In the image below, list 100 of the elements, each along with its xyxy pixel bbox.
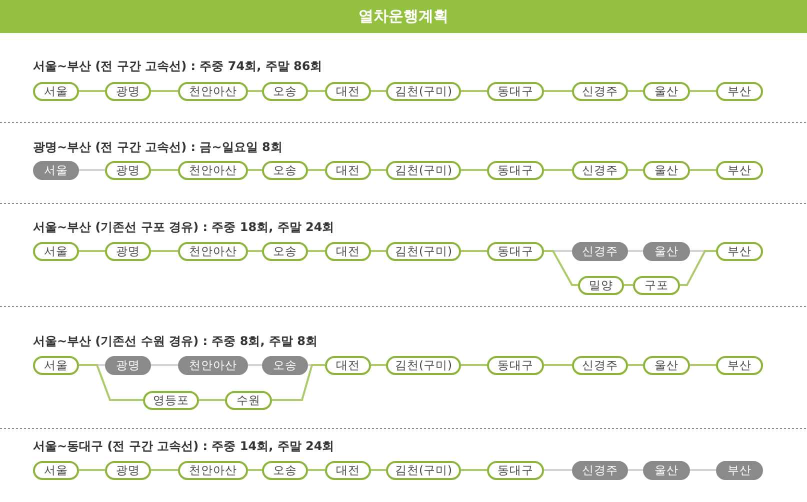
station-node: 대전	[325, 242, 371, 260]
track-line	[371, 250, 386, 252]
station-node: 광명	[105, 160, 151, 180]
station-node: 천안아산	[178, 160, 248, 180]
route-heading: 광명~부산 (전 구간 고속선) : 금~일요일 8회	[33, 139, 282, 155]
track-line	[371, 90, 386, 92]
station-node: 김천(구미)	[386, 356, 461, 374]
track-line	[544, 90, 572, 92]
track-line	[690, 364, 716, 366]
track-line	[79, 250, 105, 252]
station-node: 오송	[262, 82, 308, 100]
track-line	[628, 364, 643, 366]
track-line	[308, 90, 325, 92]
track-line	[461, 90, 487, 92]
route-heading: 서울~동대구 (전 구간 고속선) : 주중 14회, 주말 24회	[33, 438, 334, 454]
station-node: 광명	[105, 242, 151, 260]
station-node: 천안아산	[178, 82, 248, 100]
station-node: 서울	[33, 460, 79, 480]
station-node: 영등포	[143, 390, 199, 410]
track-line	[248, 364, 262, 366]
track-line	[151, 469, 178, 471]
bypassed-station-node: 울산	[643, 242, 690, 260]
track-line	[151, 90, 178, 92]
track-line	[624, 284, 633, 286]
station-node: 오송	[262, 160, 308, 180]
station-node: 동대구	[487, 82, 544, 100]
track-line	[79, 469, 105, 471]
track-line	[690, 90, 716, 92]
station-node: 천안아산	[178, 460, 248, 480]
station-node: 김천(구미)	[386, 242, 461, 260]
station-node: 김천(구미)	[386, 160, 461, 180]
track-line	[371, 169, 386, 171]
station-node: 서울	[33, 82, 79, 100]
station-node: 부산	[716, 242, 763, 260]
station-node: 대전	[325, 82, 371, 100]
track-line	[79, 169, 105, 171]
station-node: 울산	[643, 82, 690, 100]
track-line	[308, 250, 325, 252]
station-node: 대전	[325, 356, 371, 374]
route-heading: 서울~부산 (기존선 수원 경유) : 주중 8회, 주말 8회	[33, 333, 318, 349]
station-node: 부산	[716, 356, 763, 374]
route-heading: 서울~부산 (전 구간 고속선) : 주중 74회, 주말 86회	[33, 58, 322, 74]
track-line	[151, 169, 178, 171]
station-node: 김천(구미)	[386, 460, 461, 480]
station-node: 신경주	[572, 356, 628, 374]
track-line	[199, 399, 225, 401]
title-banner: 열차운행계획	[0, 0, 807, 33]
track-line	[79, 90, 105, 92]
track-line	[308, 169, 325, 171]
station-node: 동대구	[487, 160, 544, 180]
track-line	[79, 364, 143, 401]
station-node: 구포	[633, 276, 680, 294]
bypassed-station-node: 오송	[262, 356, 308, 374]
station-node: 천안아산	[178, 242, 248, 260]
track-line	[544, 169, 572, 171]
track-line	[628, 250, 643, 252]
track-line	[248, 169, 262, 171]
track-line	[544, 250, 578, 286]
track-line	[461, 169, 487, 171]
track-line	[371, 469, 386, 471]
station-node: 부산	[716, 82, 763, 100]
track-line	[272, 364, 325, 401]
track-line	[690, 469, 716, 471]
bypassed-station-node: 신경주	[572, 460, 628, 480]
track-line	[461, 250, 487, 252]
station-node: 서울	[33, 242, 79, 260]
bypassed-station-node: 부산	[716, 460, 763, 480]
track-line	[248, 469, 262, 471]
station-node: 밀양	[578, 276, 624, 294]
track-line	[371, 364, 386, 366]
bypassed-station-node: 서울	[33, 160, 79, 180]
route-heading: 서울~부산 (기존선 구포 경유) : 주중 18회, 주말 24회	[33, 219, 334, 235]
station-node: 오송	[262, 460, 308, 480]
bypassed-station-node: 신경주	[572, 242, 628, 260]
station-node: 울산	[643, 160, 690, 180]
track-line	[151, 250, 178, 252]
station-node: 동대구	[487, 460, 544, 480]
station-node: 동대구	[487, 242, 544, 260]
station-node: 신경주	[572, 82, 628, 100]
track-line	[544, 364, 572, 366]
track-line	[628, 469, 643, 471]
bypassed-station-node: 울산	[643, 460, 690, 480]
track-line	[628, 169, 643, 171]
track-line	[461, 364, 487, 366]
station-node: 대전	[325, 160, 371, 180]
bypassed-station-node: 천안아산	[178, 356, 248, 374]
station-node: 광명	[105, 82, 151, 100]
track-line	[628, 90, 643, 92]
track-line	[461, 469, 487, 471]
bypassed-station-node: 광명	[105, 356, 151, 374]
station-node: 대전	[325, 460, 371, 480]
station-node: 김천(구미)	[386, 82, 461, 100]
station-node: 신경주	[572, 160, 628, 180]
track-line	[544, 469, 572, 471]
track-line	[151, 364, 178, 366]
station-node: 서울	[33, 356, 79, 374]
station-node: 부산	[716, 160, 763, 180]
track-line	[680, 250, 716, 286]
station-node: 수원	[225, 390, 272, 410]
track-line	[308, 469, 325, 471]
